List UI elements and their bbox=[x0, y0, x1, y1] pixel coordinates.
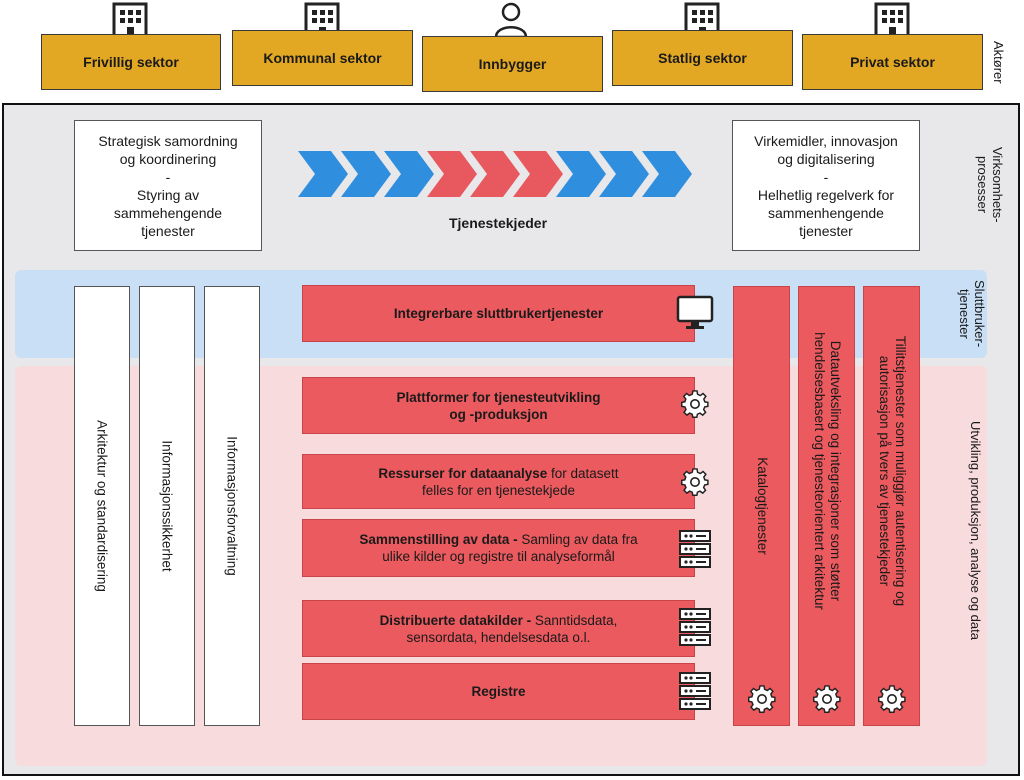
bar-text: for datasett bbox=[547, 465, 619, 481]
pillar-label: Informasjonsforvaltning bbox=[224, 436, 240, 576]
actor-label: Innbygger bbox=[478, 56, 547, 72]
text-line: sammenhengende bbox=[768, 204, 884, 221]
column-data-exchange: Datautveksling og integrasjoner som støt… bbox=[798, 286, 855, 726]
gear-icon bbox=[681, 390, 709, 418]
text-line: Datautveksling og integrasjoner som støt… bbox=[827, 340, 843, 602]
chain-chevron-red bbox=[470, 151, 520, 197]
actor-kommunal-sektor: Kommunal sektor bbox=[232, 30, 413, 86]
bar-title: Ressurser for dataanalyse bbox=[378, 465, 548, 481]
bar-title: Registre bbox=[471, 684, 526, 699]
actor-label: Statlig sektor bbox=[658, 50, 747, 66]
platforms-bar: Plattformer for tjenesteutvikling og -pr… bbox=[302, 377, 695, 434]
bar-text: sensordata, hendelsesdata o.l. bbox=[406, 629, 591, 645]
strategy-box: Strategisk samordning og koordinering - … bbox=[74, 120, 262, 251]
person-icon bbox=[494, 2, 528, 38]
gear-icon bbox=[878, 685, 906, 713]
text-line: Helhetlig regelverk for bbox=[757, 186, 895, 203]
bar-text: felles for en tjenestekjede bbox=[421, 482, 576, 498]
chain-chevron-blue bbox=[599, 151, 649, 197]
chain-chevron-red bbox=[513, 151, 563, 197]
text-line: Virkemidler, innovasjon bbox=[754, 132, 898, 149]
bar-text: ulike kilder og registre til analyseform… bbox=[382, 549, 615, 564]
data-compilation-bar: Sammenstilling av data - Samling av data… bbox=[302, 519, 695, 577]
text-line: tjenester bbox=[957, 289, 973, 339]
chain-chevron-blue bbox=[298, 151, 348, 197]
gear-icon bbox=[813, 685, 841, 713]
column-catalog-services: Katalogtjenester bbox=[733, 286, 790, 726]
bar-title: Distribuerte datakilder - bbox=[379, 612, 532, 628]
pillar-label: Arkitektur og standardisering bbox=[94, 420, 110, 592]
instruments-box: Virkemidler, innovasjon og digitaliserin… bbox=[732, 120, 920, 251]
actor-frivillig-sektor: Frivillig sektor bbox=[41, 34, 221, 90]
actor-privat-sektor: Privat sektor bbox=[802, 34, 983, 90]
actor-label: Kommunal sektor bbox=[263, 50, 382, 66]
building-icon bbox=[112, 2, 148, 38]
actor-innbygger: Innbygger bbox=[422, 36, 603, 92]
end-user-side-label: Sluttbruker- tjenester bbox=[944, 272, 987, 356]
building-icon bbox=[874, 2, 910, 38]
text-line: og digitalisering bbox=[777, 150, 875, 167]
service-chain-arrows bbox=[298, 151, 692, 197]
end-user-services-bar: Integrerbare sluttbrukertjenester bbox=[302, 285, 695, 342]
development-side-label: Utvikling, produksjon, analyse og data bbox=[968, 420, 983, 640]
column-trust-services: Tillitstjenester som muliggjør autentise… bbox=[863, 286, 920, 726]
text-line: prosesser bbox=[975, 156, 991, 214]
actors-side-label: Aktører bbox=[990, 40, 1006, 84]
text-line: - bbox=[823, 168, 829, 185]
bar-text: Samling av data fra bbox=[517, 532, 638, 547]
server-icon bbox=[679, 530, 711, 568]
bar-line: Distribuerte datakilder - Sanntidsdata, bbox=[303, 612, 694, 629]
pillar-information-management: Informasjonsforvaltning bbox=[204, 286, 260, 726]
text-line: Virksomhets- bbox=[990, 147, 1005, 223]
text-line: - bbox=[165, 168, 171, 185]
distributed-data-sources-bar: Distribuerte datakilder - Sanntidsdata, … bbox=[302, 600, 695, 657]
column-label: Tillitstjenester som muliggjør autentise… bbox=[876, 336, 908, 606]
bar-title: Plattformer for tjenesteutvikling bbox=[396, 389, 601, 405]
text-line: autorisasjon på tvers av tjenestekjeder bbox=[876, 355, 892, 587]
data-analysis-resources-bar: Ressurser for dataanalyse for datasett f… bbox=[302, 454, 695, 509]
pillar-information-security: Informasjonssikkerhet bbox=[139, 286, 195, 726]
chain-chevron-blue bbox=[341, 151, 391, 197]
actor-label: Frivillig sektor bbox=[83, 54, 179, 70]
gear-icon bbox=[748, 685, 776, 713]
text-line: hendelsesbasert og tjenesteorientert ark… bbox=[811, 332, 827, 610]
text-line: sammehengende bbox=[113, 204, 223, 221]
bar-line: Ressurser for dataanalyse for datasett bbox=[303, 465, 694, 482]
gear-icon bbox=[681, 468, 709, 496]
bar-title: og -produksjon bbox=[449, 406, 548, 422]
text-line: Styring av bbox=[136, 186, 200, 203]
actor-statlig-sektor: Statlig sektor bbox=[612, 30, 793, 86]
pillar-label: Informasjonssikkerhet bbox=[159, 440, 175, 572]
text-line: Tillitstjenester som muliggjør autentise… bbox=[892, 335, 908, 607]
monitor-icon bbox=[676, 295, 714, 329]
column-label: Katalogtjenester bbox=[754, 457, 770, 555]
pillar-architecture: Arkitektur og standardisering bbox=[74, 286, 130, 726]
chain-label: Tjenestekjeder bbox=[448, 215, 548, 231]
business-processes-side-label: Virksomhets- prosesser bbox=[962, 120, 1005, 250]
chain-chevron-blue bbox=[556, 151, 606, 197]
chain-chevron-blue bbox=[642, 151, 692, 197]
bar-title: Sammenstilling av data - bbox=[359, 532, 518, 547]
chain-chevron-blue bbox=[384, 151, 434, 197]
actor-label: Privat sektor bbox=[850, 54, 935, 70]
text-line: Katalogtjenester bbox=[754, 457, 770, 555]
bar-line: Sammenstilling av data - Samling av data… bbox=[303, 531, 694, 548]
chain-chevron-red bbox=[427, 151, 477, 197]
server-icon bbox=[679, 608, 711, 646]
bar-title: Integrerbare sluttbrukertjenester bbox=[393, 306, 604, 321]
registers-bar: Registre bbox=[302, 663, 695, 720]
text-line: Sluttbruker- bbox=[972, 280, 987, 348]
server-icon bbox=[679, 672, 711, 710]
column-label: Datautveksling og integrasjoner som støt… bbox=[811, 332, 843, 610]
bar-text: Sanntidsdata, bbox=[531, 612, 618, 628]
text-line: tjenester bbox=[799, 222, 853, 239]
text-line: tjenester bbox=[141, 222, 195, 239]
text-line: og koordinering bbox=[119, 150, 217, 167]
text-line: Strategisk samordning bbox=[98, 132, 238, 149]
